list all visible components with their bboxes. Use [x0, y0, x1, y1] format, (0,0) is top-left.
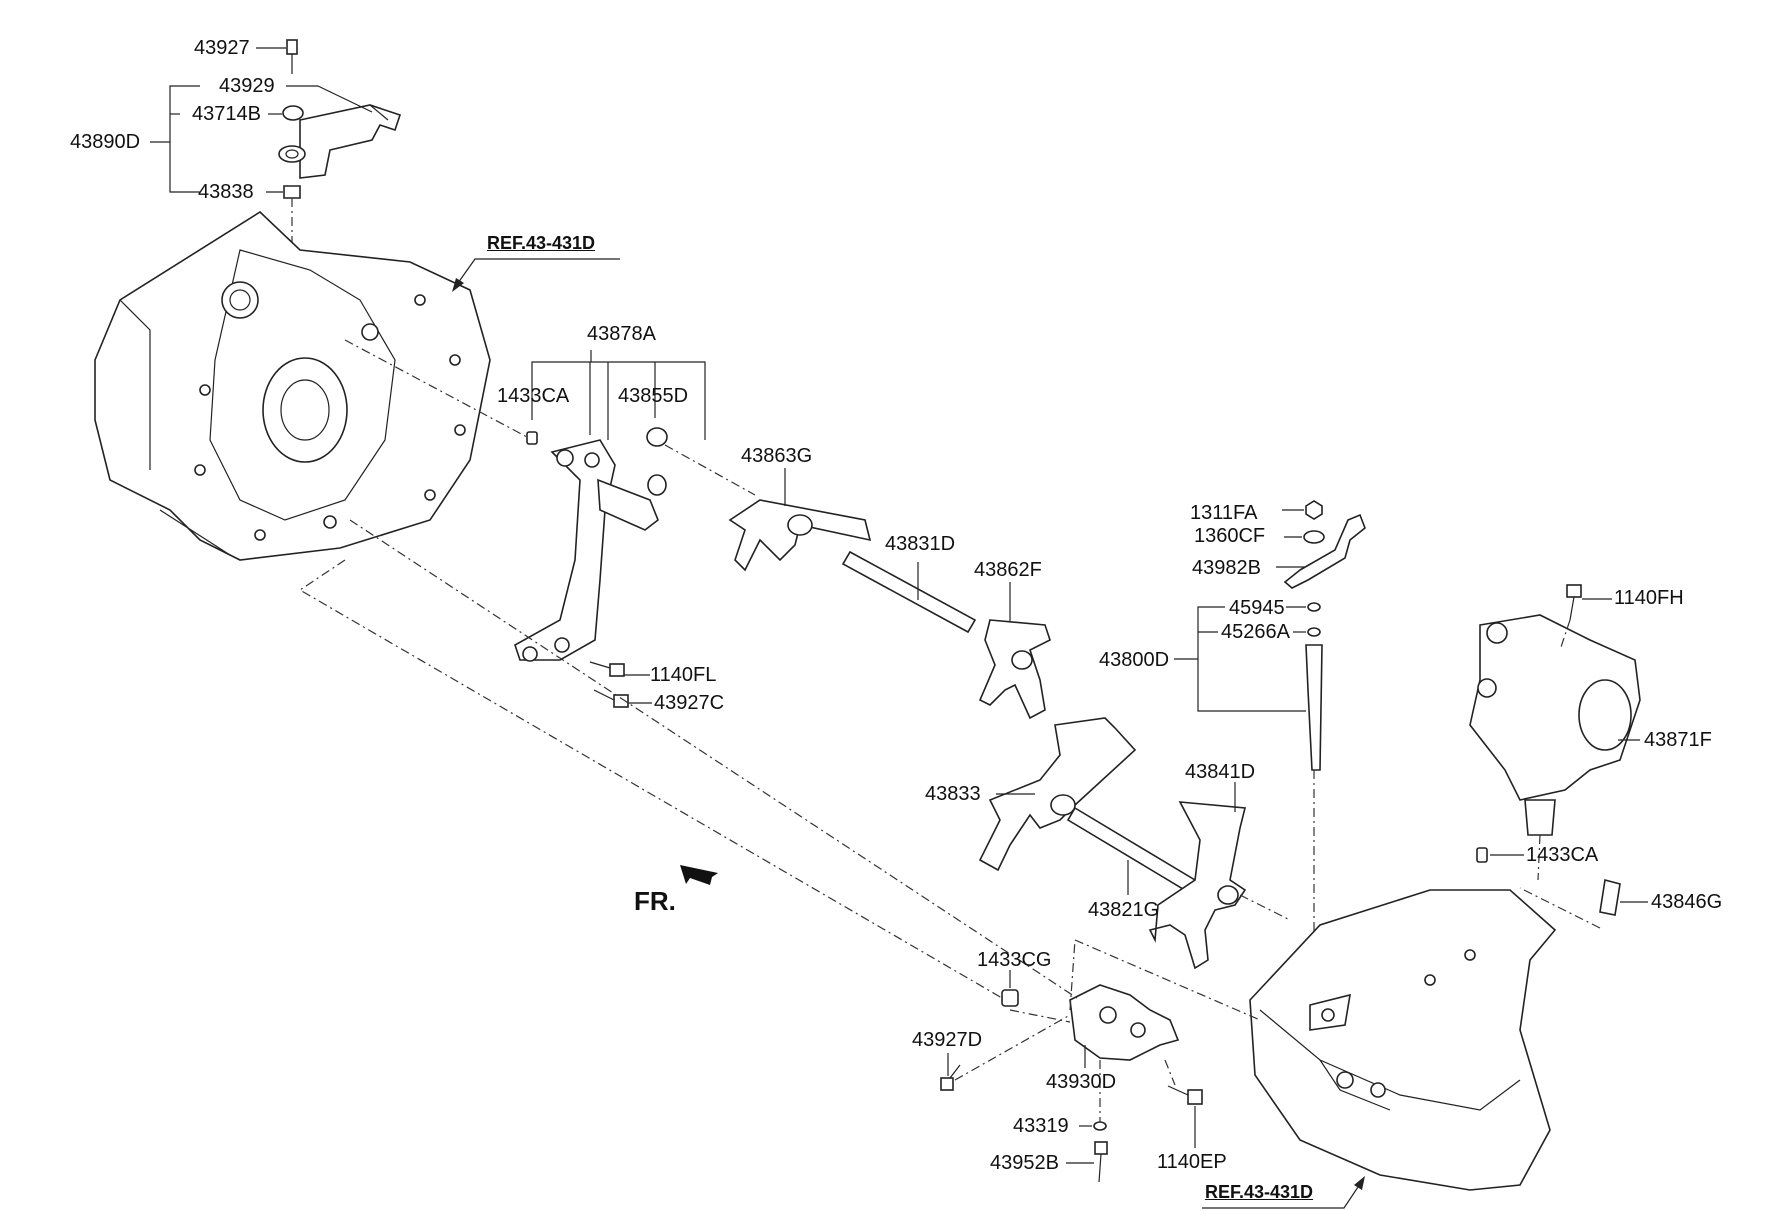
bolt-1140fl — [589, 661, 625, 677]
bracket-43878a-group — [531, 350, 706, 440]
label-1433ca-b: 1433CA — [1526, 844, 1599, 866]
alignment-lines — [298, 339, 1571, 1122]
bracket-43800d-group — [1174, 606, 1306, 712]
lever-43982b — [1283, 513, 1366, 589]
label-1360cf: 1360CF — [1194, 525, 1266, 547]
nut-1311fa — [1305, 500, 1323, 520]
bolt-43927c — [593, 689, 629, 708]
label-45266a: 45266A — [1221, 621, 1290, 643]
bolt-1140ep — [1167, 1085, 1203, 1105]
fork-43862f — [978, 619, 1051, 720]
bolt-1140fh — [1566, 584, 1582, 621]
pin-1433ca — [526, 431, 538, 445]
label-43927d: 43927D — [912, 1029, 983, 1051]
bushing-43855d — [646, 427, 668, 496]
sensor-43846g — [1599, 878, 1621, 916]
label-43862f: 43862F — [974, 559, 1042, 581]
label-43982b: 43982B — [1192, 557, 1261, 579]
bracket-43890d-group — [150, 85, 200, 193]
label-1140fl: 1140FL — [650, 664, 717, 686]
lever-43878a — [514, 439, 659, 662]
leader-ref-bottom — [1202, 1183, 1361, 1209]
housing-43930d — [1069, 984, 1180, 1061]
bolt-43927d — [940, 1064, 961, 1091]
label-1311fa: 1311FA — [1190, 502, 1258, 524]
ref-top-arrowhead — [452, 278, 464, 292]
transmission-case-right — [1249, 889, 1557, 1191]
washer-1360cf — [1303, 530, 1325, 544]
pin-1433cg — [1001, 989, 1019, 1007]
actuator-43871f — [1469, 614, 1641, 836]
label-43927c: 43927C — [654, 692, 725, 714]
washer — [278, 145, 306, 163]
label-43833: 43833 — [925, 783, 981, 805]
label-43800d: 43800D — [1099, 649, 1170, 671]
label-43871f: 43871F — [1644, 729, 1712, 751]
rod-43831d — [841, 550, 977, 634]
front-label: FR. — [634, 886, 676, 916]
bushing-43714b — [282, 105, 304, 121]
label-43929: 43929 — [219, 75, 275, 97]
transmission-case-left — [94, 210, 491, 561]
label-43846g: 43846G — [1651, 891, 1723, 913]
front-direction-arrow-icon — [680, 865, 718, 885]
label-43930d: 43930D — [1046, 1071, 1117, 1093]
label-43319: 43319 — [1013, 1115, 1069, 1137]
leader-43929-b — [317, 85, 373, 113]
label-43831d: 43831D — [885, 533, 956, 555]
ref-label-top: REF.43-431D — [487, 233, 596, 253]
ref-label-bottom: REF.43-431D — [1205, 1182, 1314, 1202]
label-1433cg: 1433CG — [977, 949, 1052, 971]
label-45945: 45945 — [1229, 597, 1285, 619]
fork-43863g — [728, 499, 872, 572]
leader-ref-top — [457, 258, 620, 284]
bolt-43952b — [1094, 1141, 1108, 1183]
oring-43319 — [1093, 1121, 1107, 1131]
shaft-43800d — [1305, 644, 1323, 771]
label-1140ep: 1140EP — [1157, 1151, 1227, 1173]
fork-43841d — [1148, 801, 1247, 970]
bracket-43929 — [299, 104, 402, 179]
ref-bottom-arrowhead — [1354, 1176, 1365, 1190]
label-43841d: 43841D — [1185, 761, 1256, 783]
oring-45945 — [1307, 602, 1321, 612]
label-1140fh: 1140FH — [1614, 587, 1684, 609]
sensor-dash — [1519, 887, 1601, 929]
label-43855d: 43855D — [618, 385, 689, 407]
label-43714b: 43714B — [192, 103, 261, 125]
label-43927: 43927 — [194, 37, 250, 59]
label-43821g: 43821G — [1088, 899, 1160, 921]
oring-45266a — [1307, 627, 1321, 637]
label-43952b: 43952B — [990, 1152, 1059, 1174]
bolt-43927 — [286, 39, 298, 74]
label-43878a: 43878A — [587, 323, 656, 345]
rod-43821g — [1066, 806, 1197, 894]
fork-43833 — [978, 717, 1137, 872]
pin-1433ca-b — [1476, 847, 1488, 863]
label-43863g: 43863G — [741, 445, 813, 467]
label-1433ca-a: 1433CA — [497, 385, 570, 407]
label-43890d: 43890D — [70, 131, 141, 153]
label-43838: 43838 — [198, 181, 254, 203]
